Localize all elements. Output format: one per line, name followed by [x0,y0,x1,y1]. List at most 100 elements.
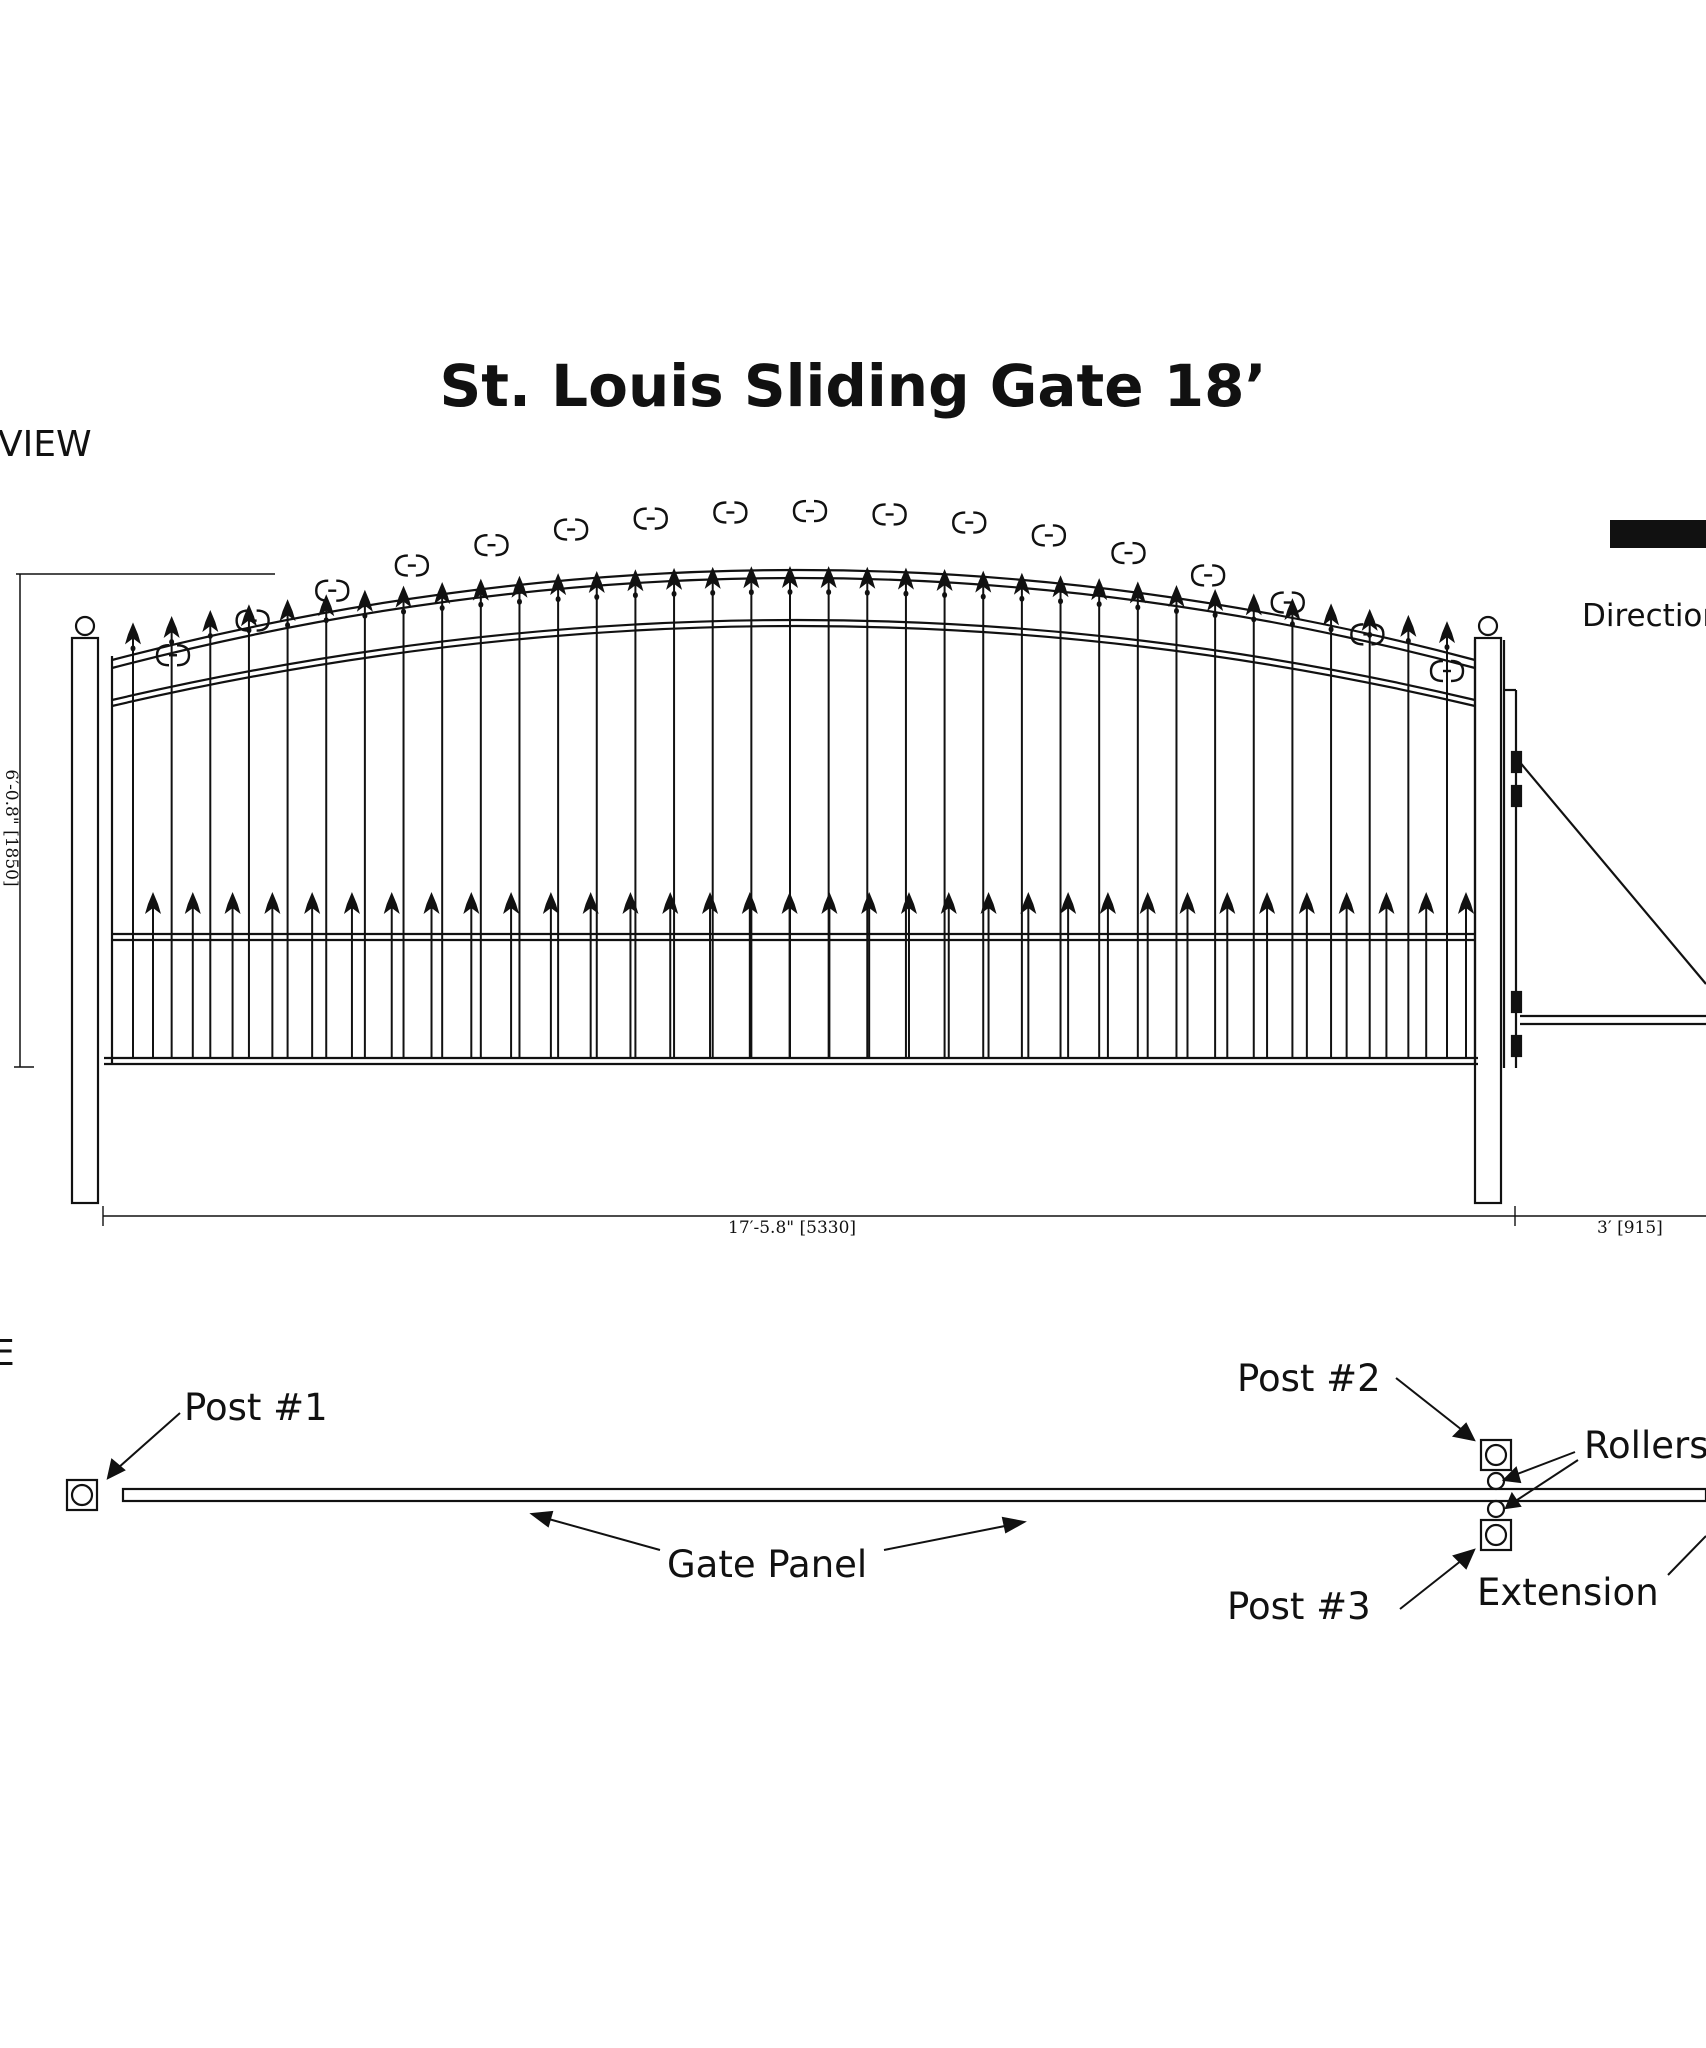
spear-tip [897,567,914,590]
spear-tip [662,892,679,914]
spear-tip [666,567,683,590]
scroll-ornament [553,518,589,541]
spear-tip [145,892,161,914]
spear-tip [741,892,758,914]
spear-tip [1219,892,1236,914]
spear-tip [423,892,440,914]
spear-tip [1139,892,1156,914]
spear-collar [1251,616,1257,623]
top-arch-rail [111,568,1476,662]
spear-tip [582,892,599,914]
spear-tip [1168,584,1185,607]
spear-collar [980,593,986,600]
spear-tip [702,892,719,914]
spear-tip [1284,598,1301,621]
spear-tip [202,609,219,632]
spear-tip [1458,892,1474,914]
roller-top [1486,1471,1506,1491]
top-view-label: E [0,1333,15,1374]
spear-collar [401,608,407,615]
spear-tip [1020,892,1037,914]
spear-tip [343,892,360,914]
gate-pickets [132,582,1467,1058]
spear-tip [861,892,878,914]
spear-tip [980,892,997,914]
spear-collar [285,622,291,629]
spear-tip [900,892,917,914]
post-3-plan [1479,1518,1513,1552]
spear-tip [1400,614,1417,637]
callout-arrows [106,1377,1706,1610]
scroll-ornament [1190,564,1226,587]
spear-tip [1245,593,1262,616]
spear-collar [903,590,909,597]
scroll-ornament [713,501,748,524]
height-dimension-label: 6′-0.8" [1850] [1,769,21,887]
scroll-ornament [235,609,270,632]
extension-dimension-label: 3′ [915] [1597,1218,1663,1238]
scroll-ornament [155,644,191,667]
rollers-label: Rollers [1584,1424,1706,1467]
spear-collar [1444,644,1450,651]
spear-tip [184,892,201,914]
spear-tip [503,892,520,914]
spear-tip [542,892,559,914]
spear-collar [787,589,793,596]
scroll-ornament [1350,623,1385,646]
spear-collar [555,596,561,603]
spear-tip [936,568,953,591]
spear-collar [516,598,522,605]
spear-tip [1259,892,1276,914]
spear-tip [1378,892,1395,914]
scroll-ornament [315,579,350,602]
spear-collar [1019,595,1025,602]
spear-collar [826,589,832,596]
spear-tip [224,892,241,914]
spear-tip [264,892,281,914]
top-view-plan [65,1377,1706,1610]
spear-tip [782,566,798,589]
spear-tip [511,575,528,598]
spear-tip [1013,572,1030,595]
spear-collar [1328,626,1334,633]
spear-collar [594,594,600,601]
spear-tip [1091,578,1108,601]
direction-label: Direction [1582,598,1706,634]
scroll-ornament [1111,541,1146,565]
gate-panel-label: Gate Panel [667,1543,868,1586]
spear-collar [362,612,368,619]
post-1-label: Post #1 [184,1386,328,1429]
spear-collar [748,589,754,596]
spear-collar [1289,621,1295,628]
spear-tip [550,573,567,596]
spear-tip [859,566,876,589]
spear-tip [781,892,798,914]
scroll-ornament [792,499,828,523]
spear-tip [356,589,373,612]
spear-collar [632,592,638,599]
spear-collar [1173,607,1179,614]
spear-tip [1052,575,1069,598]
post-2-plan [1479,1438,1513,1472]
scroll-ornament [1429,659,1465,683]
width-dimension-label: 17′-5.8" [5330] [728,1218,857,1238]
spear-collar [864,589,870,596]
spear-tip [1060,892,1077,914]
spear-tip [304,892,321,914]
scroll-ornaments [155,499,1465,683]
spear-collar [710,589,716,596]
spear-tip [125,622,141,645]
spear-tips [125,566,1474,914]
spear-collar [439,604,445,611]
spear-tip [395,585,412,608]
post-1-elevation [70,615,100,1205]
spear-collar [671,590,677,597]
spear-tip [279,599,296,622]
spear-tip [1298,892,1315,914]
spear-tip [622,892,639,914]
spear-tip [1323,603,1340,626]
spear-collar [169,638,175,645]
spear-tip [820,566,837,589]
spear-collar [1405,637,1411,644]
